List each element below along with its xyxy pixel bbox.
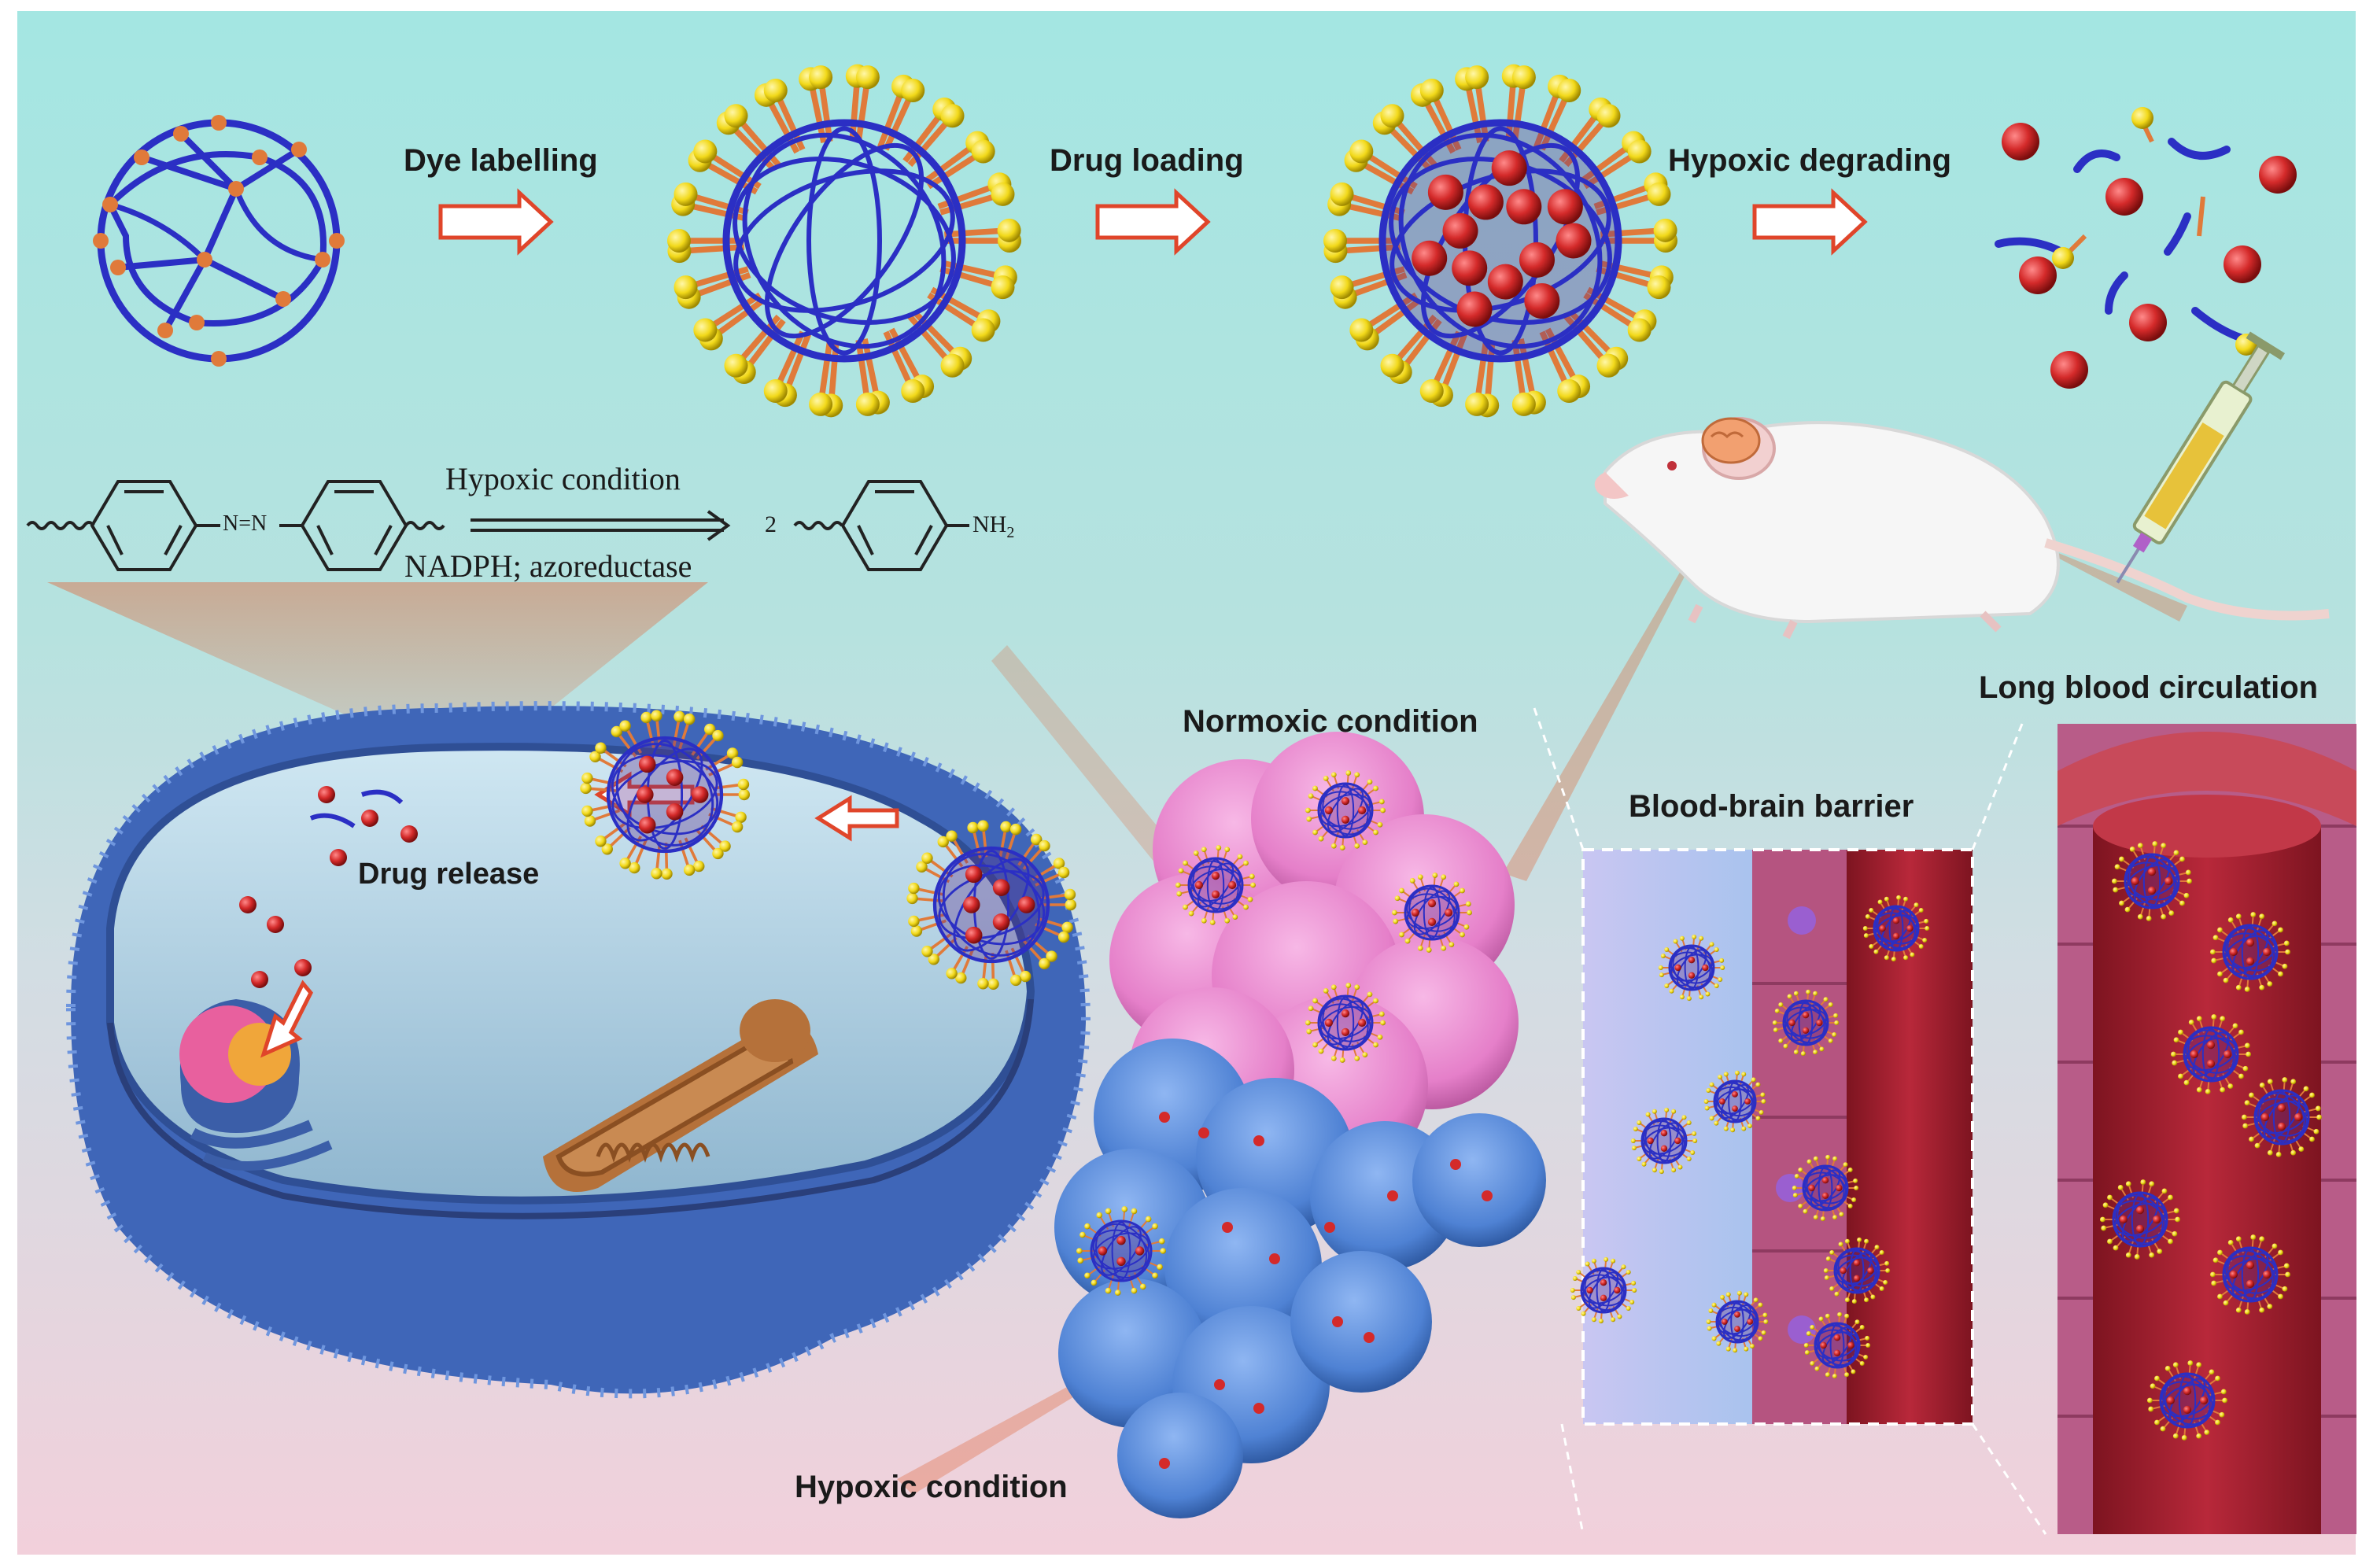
released-drugs [239,786,418,988]
mouse [1594,417,2330,640]
hypoxic-drug-dots [1159,1112,1493,1469]
tumor-particle-1 [1175,845,1256,925]
azo-group-label: N=N [223,511,268,536]
vessel-particle-0 [1658,934,1725,1002]
reaction-condition-bottom: NADPH; azoreductase [404,548,692,584]
label-drug-loading: Drug loading [1050,143,1244,178]
vessel-nanoparticles [1570,841,2323,1441]
tumor-particle-3 [1305,983,1386,1063]
mitochondrion [543,999,818,1192]
syringe-icon [2116,331,2286,584]
vessel-particle-3 [1630,1107,1698,1175]
drug-loaded-sphere [1323,64,1677,418]
dye-labelled-particle [667,64,1021,418]
cell [65,701,1091,1399]
vessel-particle-1 [1862,895,1930,962]
process-arrow-1 [438,188,554,256]
cell-nanoparticles [580,710,1077,990]
dye-labelled-sphere [667,64,1021,418]
brain-icon [1701,417,1761,464]
process-arrow-3 [1752,188,1868,256]
vessel-particle-2 [1772,989,1840,1057]
label-hypoxic-degrading: Hypoxic degrading [1668,143,1952,178]
tumor-particle-2 [1392,873,1472,953]
reaction-condition-top: Hypoxic condition [445,461,681,496]
drug-loaded-particle [1323,64,1677,418]
hypoxic-tumor [1054,1039,1546,1518]
vessel-particle-10 [2112,841,2193,921]
label-blood-brain-barrier: Blood-brain barrier [1629,789,1914,824]
bare-framework-sphere [93,115,345,367]
vessel-particle-4 [1703,1070,1766,1133]
vessel-particle-6 [1823,1237,1891,1304]
product-group: NH2 [972,511,1015,541]
vessel-particle-11 [2210,912,2291,992]
vessel-particle-8 [1570,1256,1637,1324]
vessel-particle-14 [2100,1179,2181,1260]
label-normoxic-condition: Normoxic condition [1183,704,1478,739]
vessel-particle-15 [2210,1234,2291,1315]
bbb-panel [1533,707,2047,1535]
vessel-particle-16 [2147,1360,2228,1441]
label-hypoxic-condition: Hypoxic condition [795,1470,1068,1504]
vessel-particle-12 [2171,1014,2252,1094]
beam-mouse-to-tumor [1503,472,1739,881]
tumor-particle-4 [1076,1206,1166,1296]
label-long-blood-circulation: Long blood circulation [1979,670,2319,705]
tumor-nanoparticles [1076,770,1472,1296]
degraded-fragments [1995,107,2297,389]
cell-particle-endocytosis [906,820,1077,990]
vessel-particle-7 [1803,1312,1871,1379]
reaction-scheme [26,480,969,571]
vessel-particle-13 [2242,1077,2323,1157]
cell-particle-entering [580,710,750,880]
tumor-particle-0 [1305,770,1386,850]
vessel-particle-9 [1706,1290,1769,1353]
beam-reaction-to-cell [47,582,708,771]
process-arrow-2 [1095,188,1211,256]
vessel-particle-5 [1792,1154,1859,1222]
label-drug-release: Drug release [358,858,540,891]
reaction-coefficient: 2 [765,511,777,537]
label-dye-labelling: Dye labelling [404,143,598,178]
